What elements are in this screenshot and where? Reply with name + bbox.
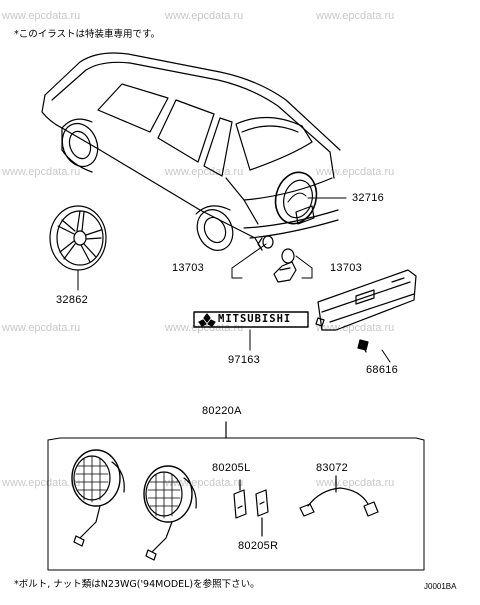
watermark: www.epcdata.ru [316, 322, 395, 334]
watermark: www.epcdata.ru [316, 166, 395, 178]
bottom-note: *ボルト, ナット類はN23WG('94MODEL)を参照下さい。 [14, 579, 260, 590]
watermark: www.epcdata.ru [2, 322, 81, 334]
diagram-code: J0001BA [424, 582, 457, 591]
clip-illustration [257, 235, 297, 283]
part-number-32716[interactable]: 32716 [352, 192, 385, 204]
watermark: www.epcdata.ru [165, 10, 244, 22]
part-number-32862[interactable]: 32862 [56, 294, 89, 306]
part-number-80205r[interactable]: 80205R [238, 540, 279, 552]
plate-illustration [315, 269, 417, 353]
watermark: www.epcdata.ru [316, 10, 395, 22]
bracket-illustration [233, 479, 269, 537]
emblem-illustration [193, 311, 309, 328]
watermark: www.epcdata.ru [2, 477, 81, 489]
part-number-83072[interactable]: 83072 [316, 462, 349, 474]
watermark: www.epcdata.ru [165, 477, 244, 489]
watermark: www.epcdata.ru [2, 166, 81, 178]
watermark: www.epcdata.ru [165, 322, 244, 334]
harness-illustration [299, 475, 379, 517]
part-number-80205l[interactable]: 80205L [212, 462, 251, 474]
leader-lines [77, 197, 391, 363]
top-note: *このイラストは特装車専用です。 [14, 29, 161, 40]
part-number-13703-left[interactable]: 13703 [172, 262, 205, 274]
lamp-illustration [71, 449, 197, 561]
part-number-80220a[interactable]: 80220A [202, 405, 242, 417]
watermark: www.epcdata.ru [2, 10, 81, 22]
wheel-illustration [49, 205, 107, 271]
part-number-13703-right[interactable]: 13703 [330, 262, 363, 274]
part-number-68616[interactable]: 68616 [366, 364, 399, 376]
vehicle-illustration [41, 52, 341, 251]
part-number-97163[interactable]: 97163 [228, 354, 261, 366]
kit-frame [47, 437, 425, 571]
emblem-text: MITSUBISHI [218, 313, 292, 325]
